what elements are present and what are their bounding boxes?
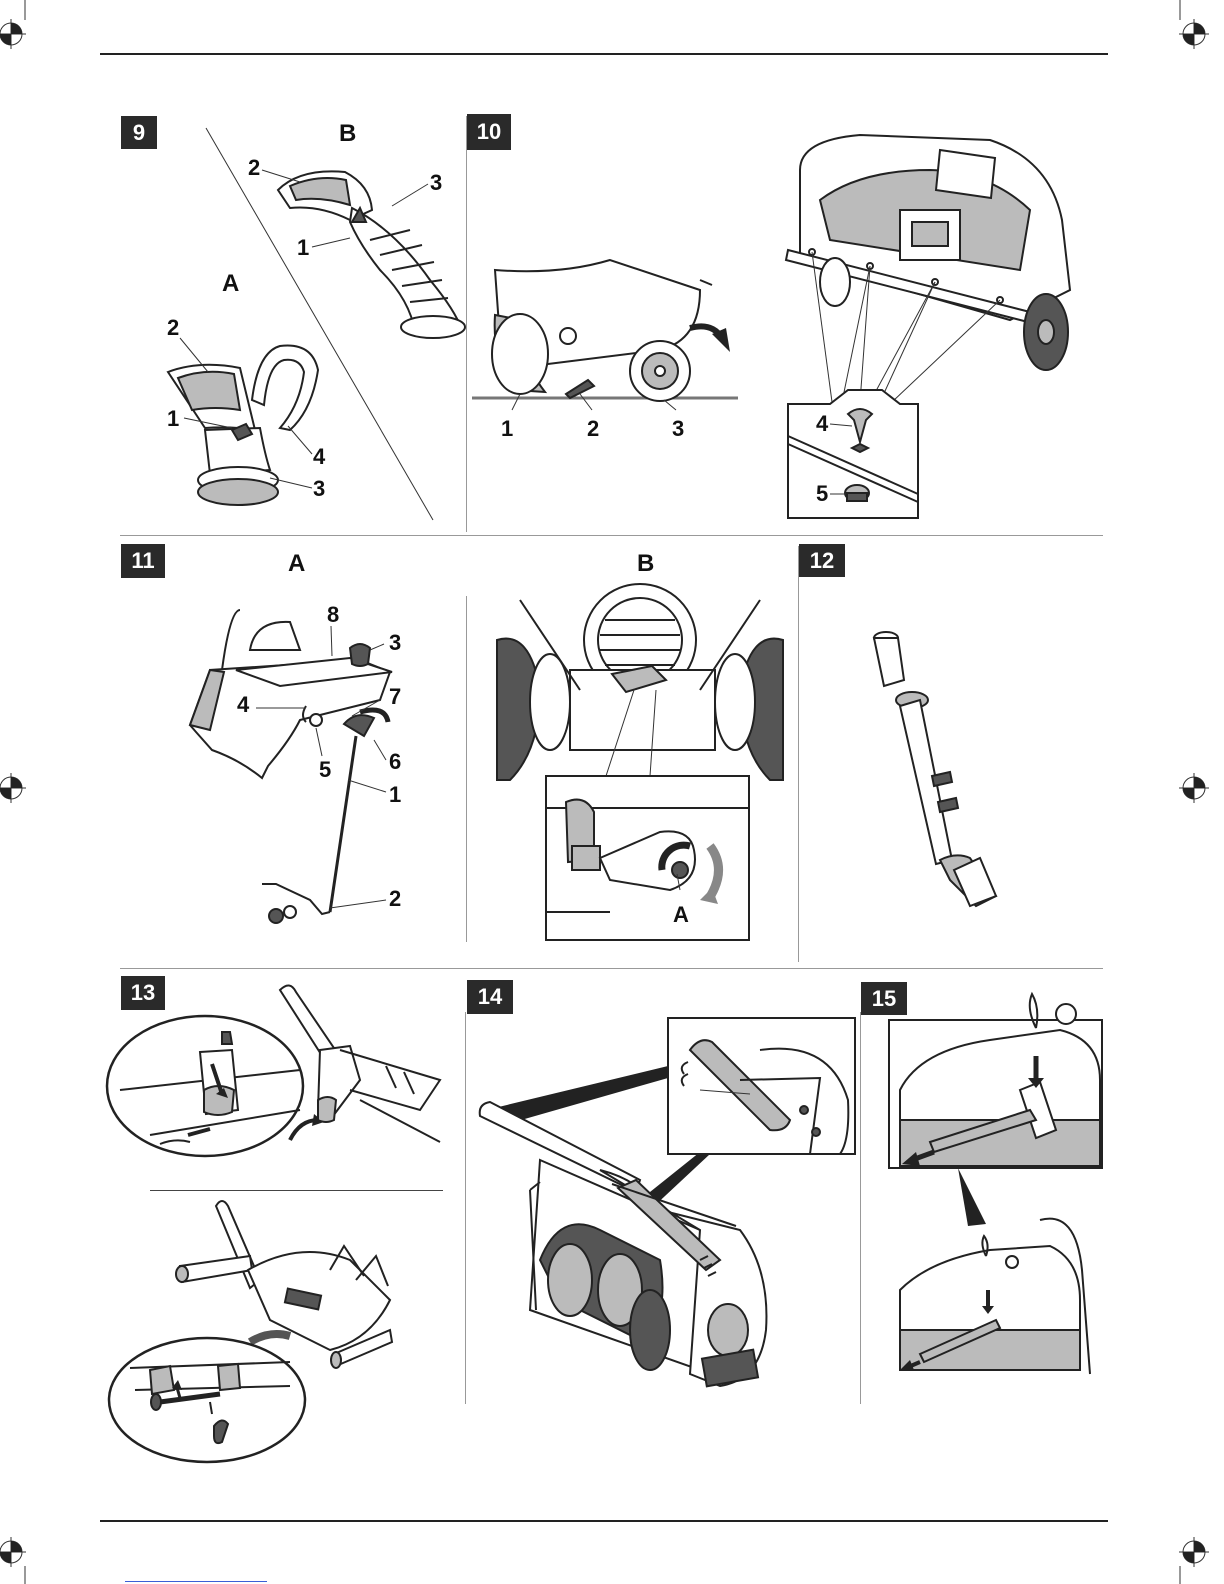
- footer-rule: [100, 1520, 1108, 1522]
- divider-row2: [120, 968, 1103, 969]
- figure-10-inset-callout-5: 5: [816, 483, 828, 505]
- header-rule: [100, 53, 1108, 55]
- figure-10-callout-3: 3: [672, 418, 684, 440]
- footer-link-underline: [125, 1581, 267, 1582]
- figure-10-inset-callout-4: 4: [816, 413, 828, 435]
- figure-10-callout-2: 2: [587, 418, 599, 440]
- figure-10-callout-1: 1: [501, 418, 513, 440]
- divider-row1: [120, 535, 1103, 536]
